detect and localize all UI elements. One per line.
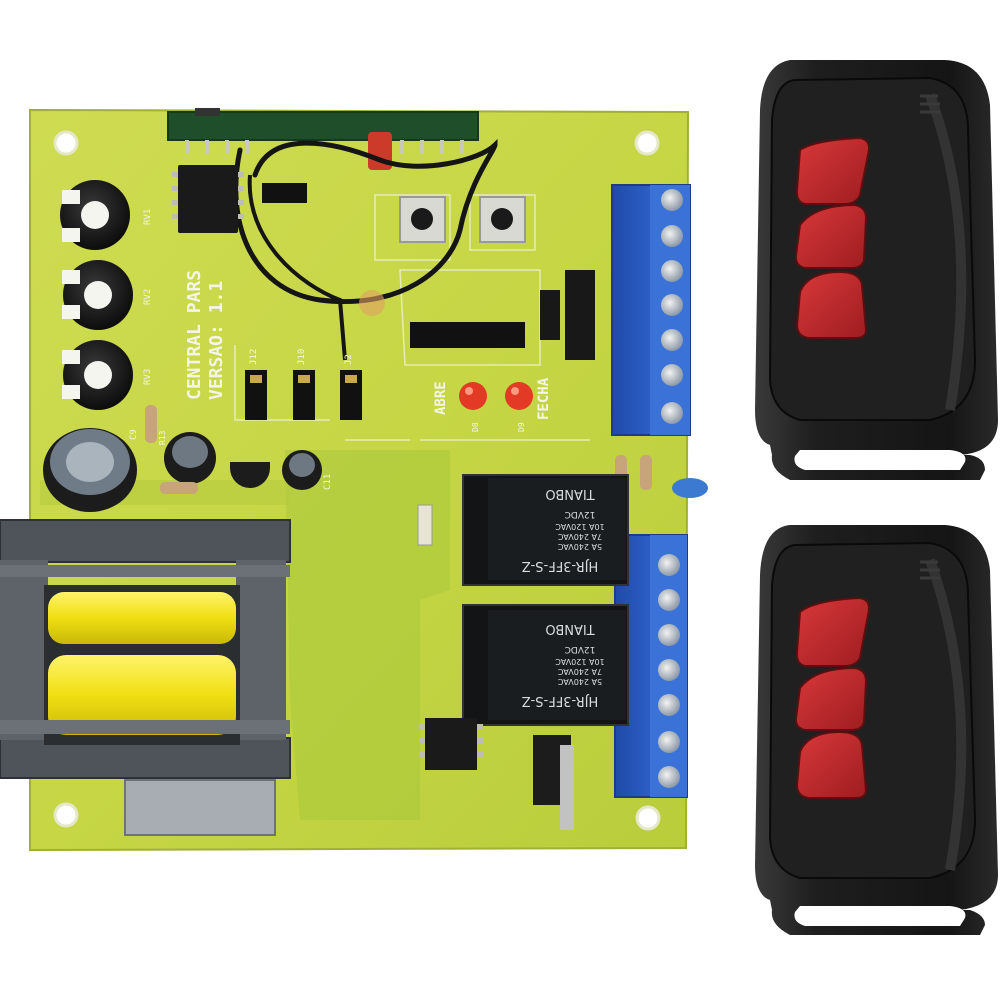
relay-2 — [462, 604, 629, 726]
jumper-label-j12: J12 — [249, 349, 259, 365]
pot-label-rv1: RV1 — [143, 209, 153, 225]
transistor — [230, 462, 270, 488]
relay-1-rating-1: 5A 240VAC — [557, 542, 602, 551]
terminal-screws-bottom — [658, 554, 680, 788]
remote-1-button-bottom[interactable] — [795, 270, 868, 339]
potentiometer-rv1 — [60, 180, 130, 250]
push-button-1 — [399, 196, 446, 243]
label-open: ABRE — [433, 381, 449, 415]
relay-1-model: HJR-3FF-S-Z — [522, 558, 599, 573]
transformer-coil-bottom — [48, 655, 236, 735]
voltage-regulator — [533, 735, 574, 830]
remote-1-button-top[interactable] — [795, 136, 870, 205]
remote-1-vent — [920, 94, 940, 114]
relay-1-brand: TIANBO — [545, 486, 595, 501]
transformer-clip — [124, 779, 276, 836]
antenna-wire — [233, 138, 498, 304]
remote-control-2 — [755, 525, 998, 935]
antenna-wire-2 — [247, 174, 347, 361]
relay-2-rating-1: 5A 240VAC — [557, 677, 602, 686]
relay-2-rating-2: 10A 120VAC — [555, 657, 605, 666]
remote-control-1 — [755, 60, 998, 480]
mount-hole — [53, 802, 79, 828]
transformer-coil-top — [48, 592, 236, 644]
transformer — [0, 519, 291, 836]
remote-2-vent — [920, 560, 940, 580]
pin-header-right — [565, 270, 595, 360]
remote-2-keyring — [794, 906, 966, 926]
remote-1-keyring — [794, 450, 966, 470]
relay-1-rating-3: 7A 240VAC — [557, 532, 602, 541]
label-close: FECHA — [536, 377, 552, 420]
led-d8 — [459, 382, 487, 410]
relay-2-brand: TIANBO — [545, 621, 595, 636]
potentiometer-rv3 — [62, 340, 133, 410]
remote-2-button-top[interactable] — [795, 596, 870, 667]
resistors — [145, 405, 708, 498]
led-label-d9: D9 — [517, 422, 526, 432]
relay-1-coil: 12VDC — [565, 509, 596, 519]
cap-label-c11: C11 — [323, 474, 333, 490]
remote-1-buttons — [794, 136, 870, 339]
pot-label-rv2: RV2 — [143, 289, 153, 305]
rf-receiver-module — [167, 108, 479, 170]
led-faint — [359, 290, 385, 316]
remote-1-button-middle[interactable] — [794, 203, 868, 269]
potentiometer-rv2 — [62, 260, 133, 330]
control-board: HJR-3FF-S-Z 5A 240VAC 7A 240VAC 10A 120V… — [0, 108, 708, 852]
relay-2-model: HJR-3FF-S-Z — [522, 693, 599, 708]
capacitor-large — [43, 428, 137, 512]
jumper-label-j2: J2 — [344, 354, 354, 365]
pin-header-center — [410, 322, 525, 348]
mount-hole — [634, 130, 660, 156]
relay-2-coil: 12VDC — [565, 644, 596, 654]
led-label-d8: D8 — [471, 422, 480, 432]
relay-1-rating-2: 10A 120VAC — [555, 522, 605, 531]
remote-2-button-bottom[interactable] — [795, 730, 868, 799]
remote-accent-curve — [925, 558, 967, 871]
resistor-label-r13: R13 — [158, 430, 167, 445]
jumper-label-j10: J10 — [297, 349, 307, 365]
capacitor-c9 — [164, 432, 216, 484]
mount-hole — [53, 130, 79, 156]
board-brand: CENTRAL PARS — [184, 270, 205, 400]
terminal-screws-top — [661, 189, 683, 424]
ic-chip — [172, 165, 244, 233]
small-component — [417, 504, 433, 546]
capacitor-c11 — [282, 450, 322, 490]
pin-header — [262, 183, 307, 203]
pin-header-right-2 — [540, 290, 560, 340]
cap-label-c9: C9 — [129, 429, 139, 440]
relay-1 — [462, 474, 629, 586]
copper-plane — [285, 450, 450, 820]
push-button-2 — [479, 196, 526, 243]
pot-label-rv3: RV3 — [143, 369, 153, 385]
remote-2-button-middle[interactable] — [794, 666, 868, 731]
remote-accent-curve — [925, 93, 967, 411]
relay-2-rating-3: 7A 240VAC — [557, 667, 602, 676]
mount-hole — [635, 805, 661, 831]
ic-chip-bottom — [419, 718, 483, 770]
led-d9 — [505, 382, 533, 410]
board-version: VERSAO: 1.1 — [206, 281, 227, 400]
remote-2-buttons — [794, 596, 870, 799]
